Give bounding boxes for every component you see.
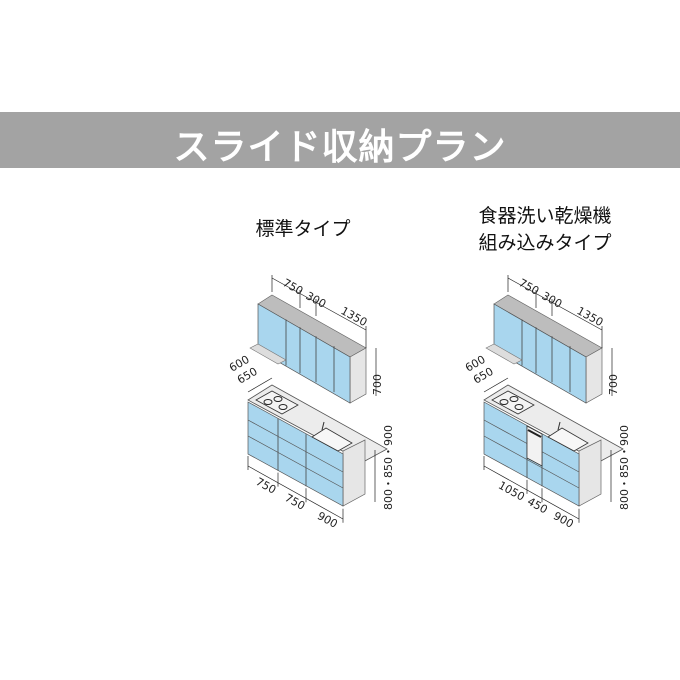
drawer-line [247,435,344,489]
drawer-line [483,435,580,489]
plan-title-standard: 標準タイプ [255,218,351,240]
base-width-label: 900 [315,509,340,531]
wall-cabinet-front [257,303,351,404]
wall-height-label: 700 [371,374,384,395]
burner [509,396,519,402]
dimension-line [247,465,344,520]
base-width-label: 450 [525,495,550,517]
sink [547,427,589,452]
base-cabinet-side [342,439,366,507]
dimension-line [507,277,603,331]
base-height-label: 800・850・900 [618,425,631,510]
plan-title-dishwasher: 食器洗い乾燥機 組み込みタイプ [445,203,645,257]
cooktop [255,390,299,415]
wall-cabinet-side [585,347,603,404]
dimension-line [271,277,367,331]
faucet [321,421,325,431]
wall-width-label: 1350 [339,304,370,329]
wall-cabinet-side [349,347,367,404]
base-width-label: 900 [551,509,576,531]
base-width-label: 750 [254,475,279,497]
drawer-line [247,419,344,473]
sink [311,427,353,452]
burner [263,399,273,405]
wall-height-label: 700 [607,374,620,395]
dishwasher-panel [527,429,542,438]
plan-title-line: 食器洗い乾燥機 [478,205,612,227]
burner [499,399,509,405]
title-banner: スライド収納プラン [0,112,680,168]
dimension-line [483,377,509,393]
wall-cabinet-front [493,303,587,404]
faucet [557,421,561,431]
base-width-label: 750 [283,491,308,513]
base-cabinet-side [578,439,602,507]
base-width-label: 1050 [496,479,527,504]
base-height-label: 800・850・900 [382,425,395,510]
plan-title-line: 組み込みタイプ [478,232,612,254]
wall-shelf [249,343,287,365]
wall-width-label: 1350 [575,304,606,329]
dimension-line [247,377,273,393]
banner-title: スライド収納プラン [173,127,507,168]
cooktop [491,390,535,415]
burner [278,404,288,410]
burner [273,396,283,402]
dimension-line [483,465,580,520]
base-cabinet-front [247,401,344,507]
burner [514,404,524,410]
wall-shelf [485,343,523,365]
